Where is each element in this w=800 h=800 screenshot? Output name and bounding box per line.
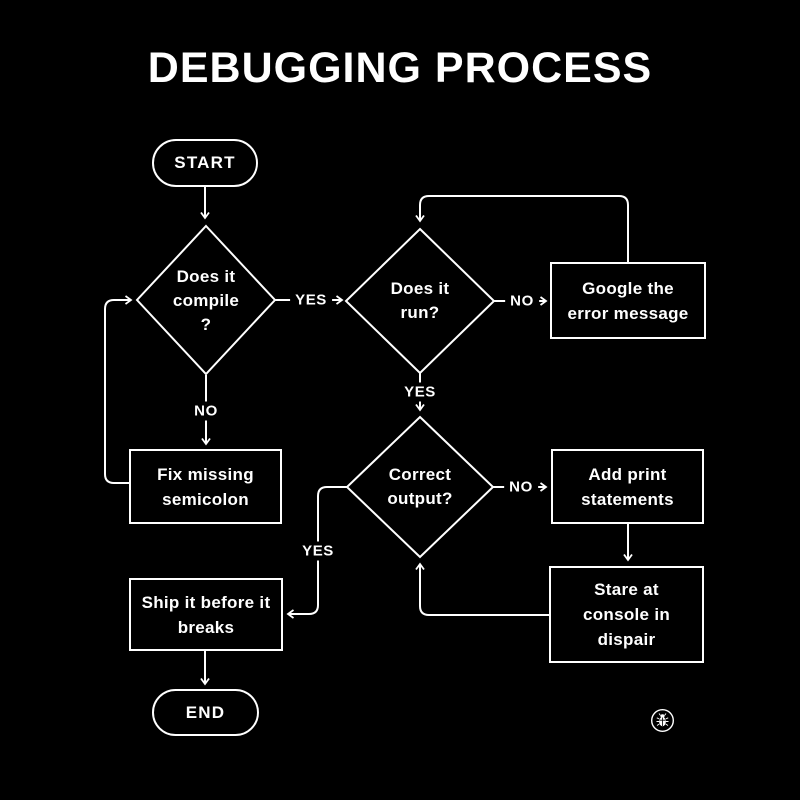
node-start-label: START xyxy=(174,153,236,172)
stare-process-shape xyxy=(549,566,704,663)
fix-process-shape xyxy=(129,449,282,524)
node-correct-line2: output? xyxy=(387,489,453,508)
edge-label-correct-no: NO xyxy=(504,477,538,497)
node-does-it-run: Does it run? xyxy=(391,277,450,325)
edge-label-compile-no: NO xyxy=(189,401,223,421)
node-addprint-line1: Add print xyxy=(588,464,667,484)
google-process-shape xyxy=(550,262,706,339)
node-ship-line1: Ship it before it xyxy=(141,592,271,612)
node-stare-line1: Stare at xyxy=(594,580,659,599)
node-start: START xyxy=(153,140,257,186)
node-compile-line1: Does it xyxy=(176,267,236,286)
node-stare-line3: dispair xyxy=(597,630,656,649)
node-fix-semicolon: Fix missing semicolon xyxy=(130,450,281,523)
node-add-print: Add print statements xyxy=(552,450,703,523)
node-compile-line3: ? xyxy=(200,315,212,334)
edge-stare-loop-to-correct xyxy=(415,562,550,616)
ship-process-shape xyxy=(129,578,283,651)
node-end: END xyxy=(153,690,258,735)
node-correct-output: Correct output? xyxy=(387,463,452,511)
page-title: DEBUGGING PROCESS xyxy=(147,44,653,92)
addprint-process-shape xyxy=(551,449,704,524)
edge-label-run-yes: YES xyxy=(399,382,441,402)
node-addprint-line2: statements xyxy=(581,489,674,509)
node-google-line2: error message xyxy=(567,303,689,323)
correct-decision-shape xyxy=(345,415,495,559)
node-compile-line2: compile xyxy=(172,291,240,310)
node-end-label: END xyxy=(185,702,226,722)
node-google-error: Google the error message xyxy=(551,263,705,338)
node-ship-line2: breaks xyxy=(177,617,235,637)
node-stare-console: Stare at console in dispair xyxy=(550,567,703,662)
edge-label-run-no: NO xyxy=(505,291,539,311)
edge-fix-loop-to-compile xyxy=(104,295,133,484)
node-run-line1: Does it xyxy=(390,279,450,298)
run-decision-shape xyxy=(344,227,496,375)
compile-decision-shape xyxy=(135,224,277,376)
node-ship-it: Ship it before it breaks xyxy=(130,579,282,650)
node-google-line1: Google the xyxy=(582,278,674,298)
node-fix-line2: semicolon xyxy=(162,489,249,509)
edge-label-compile-yes: YES xyxy=(290,290,332,310)
node-stare-line2: console in xyxy=(582,605,671,624)
node-correct-line1: Correct xyxy=(388,465,452,484)
edge-google-loop-to-run xyxy=(415,195,629,263)
edge-label-correct-yes: YES xyxy=(297,541,339,561)
node-does-it-compile: Does it compile ? xyxy=(173,265,239,337)
start-terminator-shape xyxy=(152,139,258,187)
node-run-line2: run? xyxy=(400,303,440,322)
end-terminator-shape xyxy=(152,689,259,736)
node-fix-line1: Fix missing xyxy=(157,464,254,484)
bug-icon xyxy=(650,708,675,733)
